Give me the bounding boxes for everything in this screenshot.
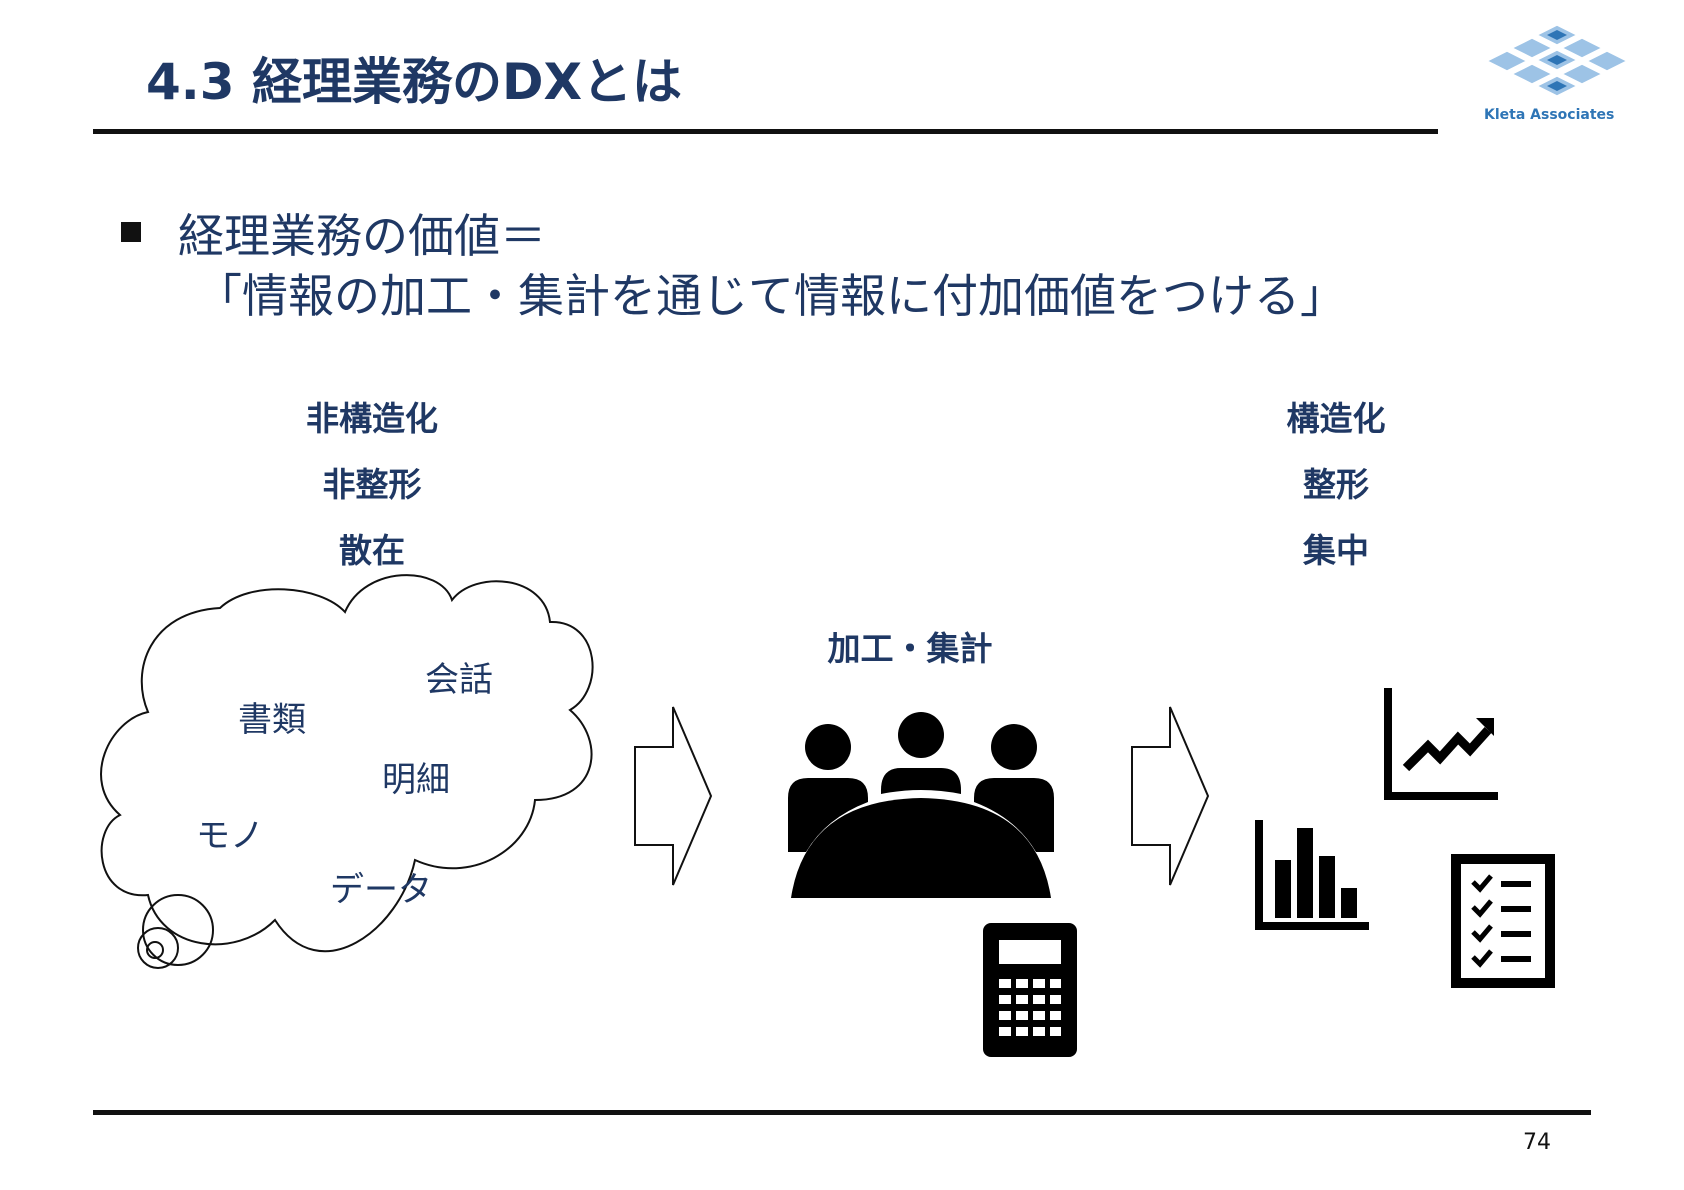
right-label-formatted: 整形 xyxy=(1303,465,1369,504)
bullet-square-icon xyxy=(121,222,141,242)
cloud-word-goods: モノ xyxy=(196,816,264,856)
cloud-word-data: データ xyxy=(330,870,432,910)
left-label-scattered: 散在 xyxy=(339,531,405,570)
left-label-unstructured: 非構造化 xyxy=(306,399,438,438)
center-label-processing: 加工・集計 xyxy=(827,629,993,668)
cloud-word-conversation: 会話 xyxy=(425,660,493,700)
bar-chart-icon xyxy=(1255,820,1369,930)
checklist-icon xyxy=(1451,854,1555,988)
meeting-icon xyxy=(788,712,1054,898)
slide-title: 4.3 経理業務のDXとは xyxy=(146,53,683,111)
footer-divider xyxy=(93,1110,1591,1115)
bullet-text-line2: 「情報の加工・集計を通じて情報に付加価値をつける」 xyxy=(196,269,1346,323)
left-label-unformatted: 非整形 xyxy=(322,465,422,504)
calculator-icon xyxy=(983,923,1077,1057)
title-divider xyxy=(93,129,1438,134)
cloud-word-statements: 明細 xyxy=(382,760,450,800)
right-arrow-icon xyxy=(1131,706,1210,886)
right-arrow-icon xyxy=(634,706,713,886)
cloud-word-documents: 書類 xyxy=(238,700,306,740)
right-label-structured: 構造化 xyxy=(1286,399,1386,438)
right-label-centralized: 集中 xyxy=(1303,531,1369,570)
logo-text: Kleta Associates xyxy=(1484,107,1615,123)
kleta-logo-icon xyxy=(1485,24,1629,97)
bullet-text-line1: 経理業務の価値＝ xyxy=(178,209,546,263)
page-number: 74 xyxy=(1523,1130,1551,1155)
line-chart-icon xyxy=(1384,688,1498,800)
